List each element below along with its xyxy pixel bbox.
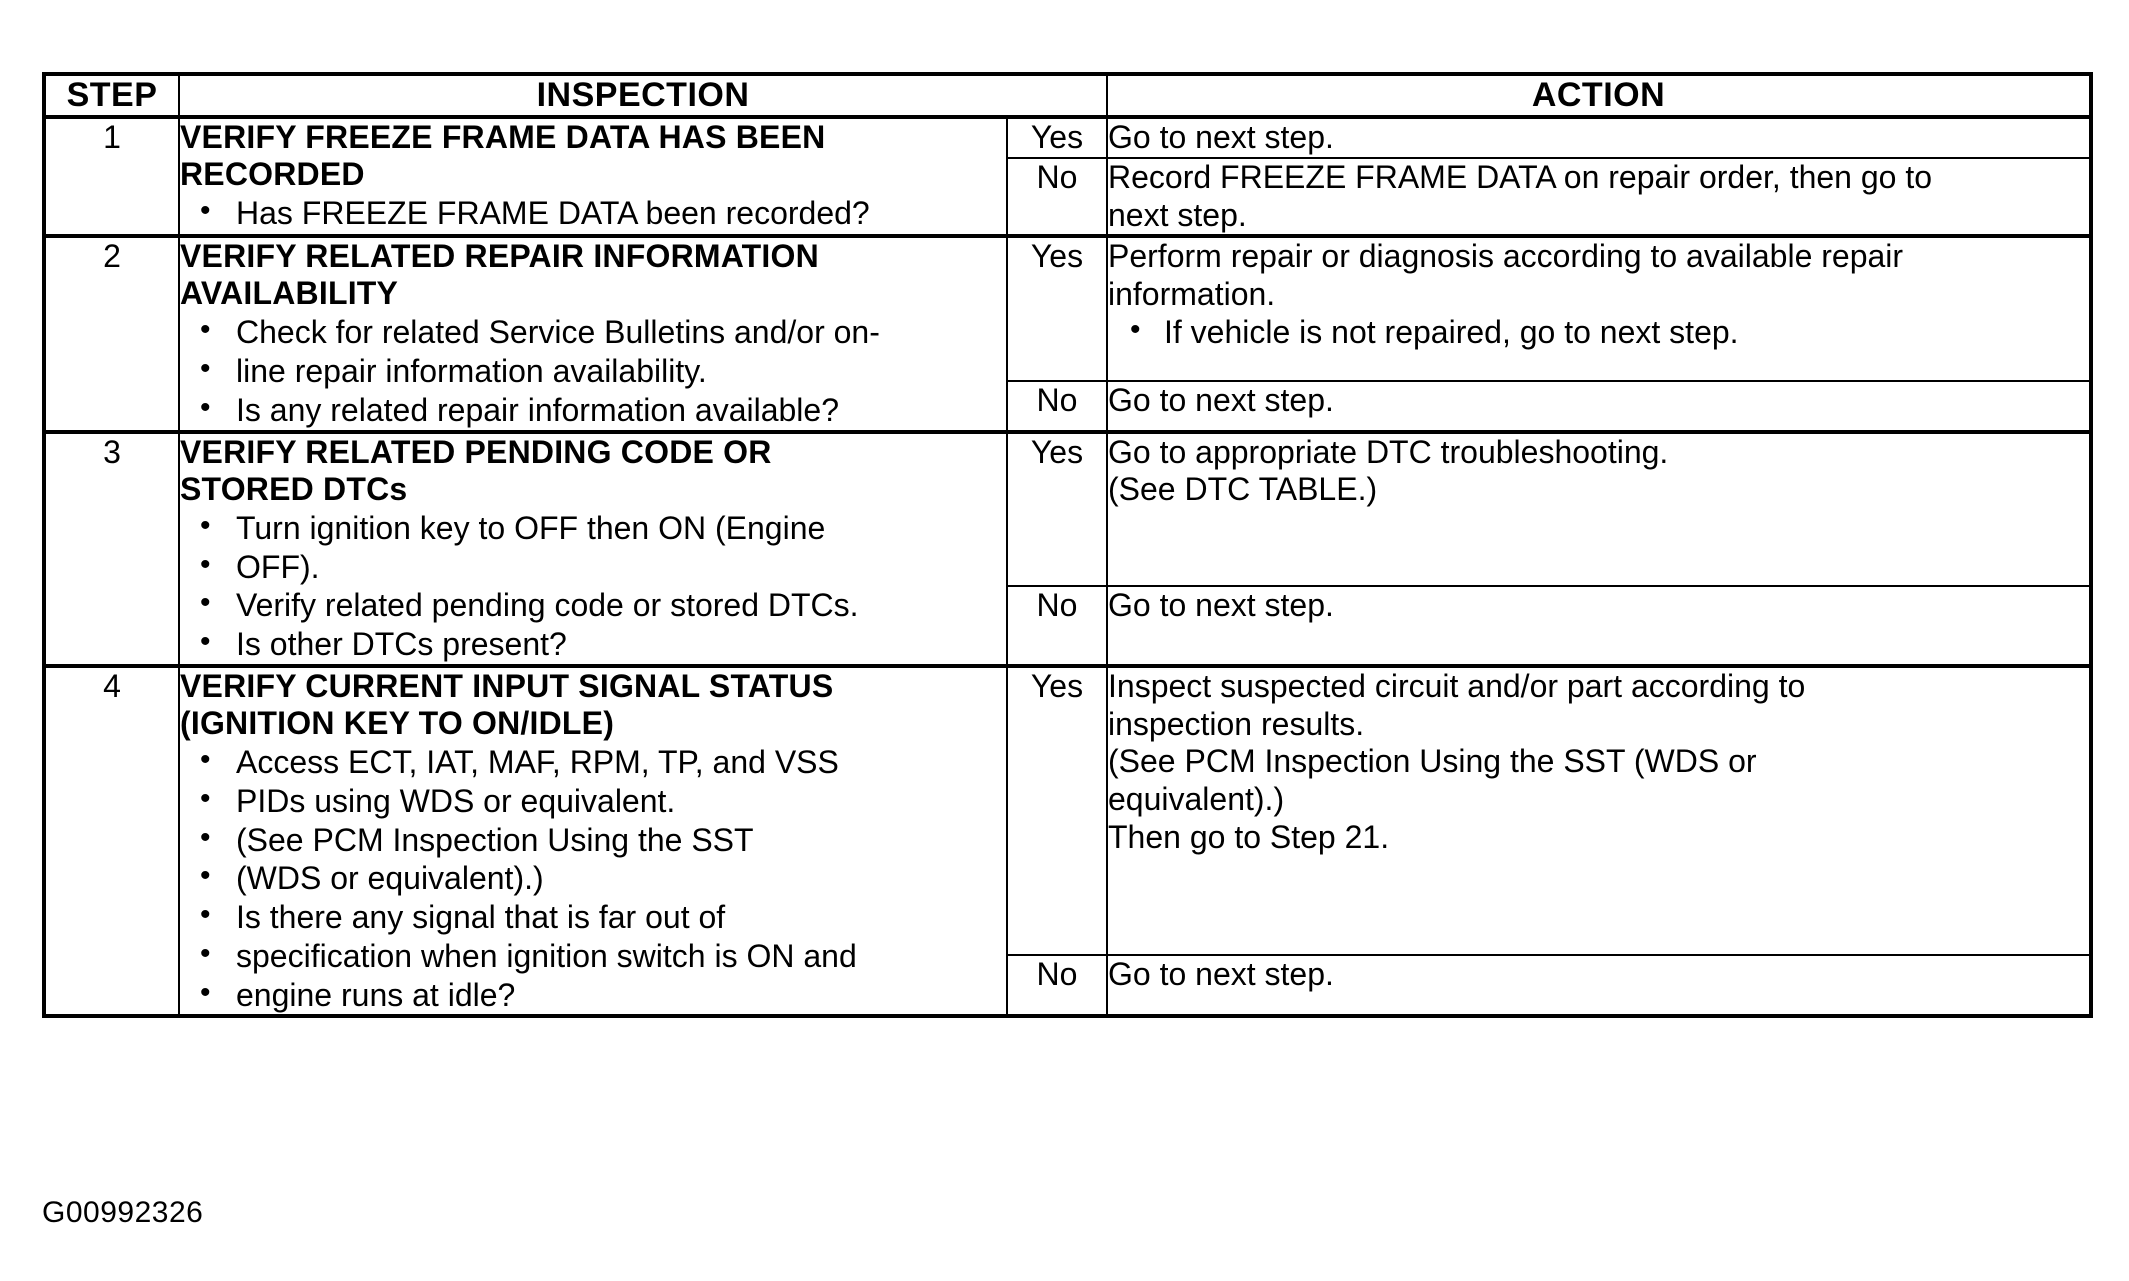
action-cell: Inspect suspected circuit and/or part ac… bbox=[1106, 663, 2092, 956]
branch-label-yes: Yes bbox=[1006, 234, 1108, 382]
inspection-cell: VERIFY CURRENT INPUT SIGNAL STATUS(IGNIT… bbox=[178, 663, 1008, 1018]
action-cell: Record FREEZE FRAME DATA on repair order… bbox=[1106, 156, 2092, 238]
step-number: 1 bbox=[43, 114, 180, 238]
branch-label-no: No bbox=[1006, 953, 1108, 1018]
branch-label-no: No bbox=[1006, 584, 1108, 667]
action-cell: Go to next step. bbox=[1106, 379, 2092, 433]
action-line: Go to next step. bbox=[1108, 381, 1334, 418]
inspection-bullet-list: Access ECT, IAT, MAF, RPM, TP, and VSSPI… bbox=[180, 742, 1006, 1015]
inspection-bullet-continuation: (See PCM Inspection Using the SST bbox=[180, 820, 1006, 860]
branch-label-no: No bbox=[1006, 379, 1108, 433]
inspection-bullet-item: Is there any signal that is far out of bbox=[180, 897, 1006, 937]
figure-code: G00992326 bbox=[42, 1196, 204, 1229]
inspection-bullet-continuation: specification when ignition switch is ON… bbox=[180, 936, 1006, 976]
action-line: (See PCM Inspection Using the SST (WDS o… bbox=[1108, 743, 1757, 780]
inspection-title-line: VERIFY RELATED REPAIR INFORMATION bbox=[180, 238, 819, 275]
inspection-title-line: AVAILABILITY bbox=[180, 275, 399, 312]
inspection-bullet-list: Check for related Service Bulletins and/… bbox=[180, 312, 1006, 430]
inspection-bullet-item: Check for related Service Bulletins and/… bbox=[180, 312, 1006, 352]
inspection-bullet-item: Is any related repair information availa… bbox=[180, 390, 1006, 430]
action-bullet-item: If vehicle is not repaired, go to next s… bbox=[1108, 312, 2089, 352]
inspection-title-line: (IGNITION KEY TO ON/IDLE) bbox=[180, 705, 615, 742]
action-cell: Go to next step. bbox=[1106, 584, 2092, 667]
inspection-bullet-continuation: line repair information availability. bbox=[180, 351, 1006, 391]
column-header-step: STEP bbox=[43, 73, 180, 118]
column-header-inspection: INSPECTION bbox=[178, 73, 1108, 118]
inspection-title-line: VERIFY RELATED PENDING CODE OR bbox=[180, 433, 772, 470]
action-line: Go to next step. bbox=[1108, 119, 1334, 155]
branch-label-yes: Yes bbox=[1006, 663, 1108, 956]
action-line: Then go to Step 21. bbox=[1108, 818, 1390, 855]
action-line: inspection results. bbox=[1108, 705, 1365, 742]
action-line: equivalent).) bbox=[1108, 781, 1285, 818]
inspection-bullet-list: Turn ignition key to OFF then ON (Engine… bbox=[180, 508, 1006, 664]
inspection-title-line: STORED DTCs bbox=[180, 470, 408, 507]
branch-label-yes: Yes bbox=[1006, 429, 1108, 587]
step-number: 2 bbox=[43, 234, 180, 433]
action-line: Record FREEZE FRAME DATA on repair order… bbox=[1108, 158, 1933, 195]
inspection-bullet-continuation: engine runs at idle? bbox=[180, 975, 1006, 1015]
action-line: next step. bbox=[1108, 196, 1247, 233]
inspection-title-line: VERIFY FREEZE FRAME DATA HAS BEEN bbox=[180, 119, 826, 155]
inspection-bullet-continuation: OFF). bbox=[180, 547, 1006, 587]
action-line: Go to appropriate DTC troubleshooting. bbox=[1108, 433, 1669, 470]
inspection-bullet-item: Access ECT, IAT, MAF, RPM, TP, and VSS bbox=[180, 742, 1006, 782]
inspection-bullet-list: Has FREEZE FRAME DATA been recorded? bbox=[180, 193, 1006, 233]
inspection-bullet-item: Has FREEZE FRAME DATA been recorded? bbox=[180, 193, 1006, 233]
action-cell: Go to appropriate DTC troubleshooting.(S… bbox=[1106, 429, 2092, 587]
action-line: Inspect suspected circuit and/or part ac… bbox=[1108, 667, 1806, 704]
action-line: information. bbox=[1108, 276, 1276, 312]
inspection-bullet-continuation: PIDs using WDS or equivalent. bbox=[180, 781, 1006, 821]
inspection-bullet-item: Is other DTCs present? bbox=[180, 624, 1006, 664]
inspection-title-line: RECORDED bbox=[180, 156, 365, 193]
branch-label-no: No bbox=[1006, 156, 1108, 238]
inspection-bullet-item: Turn ignition key to OFF then ON (Engine bbox=[180, 508, 1006, 548]
action-cell: Go to next step. bbox=[1106, 953, 2092, 1018]
step-number: 3 bbox=[43, 429, 180, 667]
action-line: (See DTC TABLE.) bbox=[1108, 471, 1378, 508]
action-line: Perform repair or diagnosis according to… bbox=[1108, 238, 1904, 275]
column-header-action: ACTION bbox=[1106, 73, 2092, 118]
inspection-bullet-item: Verify related pending code or stored DT… bbox=[180, 585, 1006, 625]
action-cell: Perform repair or diagnosis according to… bbox=[1106, 234, 2092, 382]
step-number: 4 bbox=[43, 663, 180, 1018]
inspection-bullet-continuation: (WDS or equivalent).) bbox=[180, 858, 1006, 898]
inspection-title-line: VERIFY CURRENT INPUT SIGNAL STATUS bbox=[180, 667, 834, 704]
action-line: Go to next step. bbox=[1108, 586, 1334, 623]
action-cell: Go to next step. bbox=[1106, 115, 2092, 159]
action-bullet-list: If vehicle is not repaired, go to next s… bbox=[1108, 312, 2089, 352]
action-line: Go to next step. bbox=[1108, 955, 1334, 992]
branch-label-yes: Yes bbox=[1006, 115, 1108, 159]
inspection-title: VERIFY CURRENT INPUT SIGNAL STATUS(IGNIT… bbox=[180, 668, 1006, 742]
